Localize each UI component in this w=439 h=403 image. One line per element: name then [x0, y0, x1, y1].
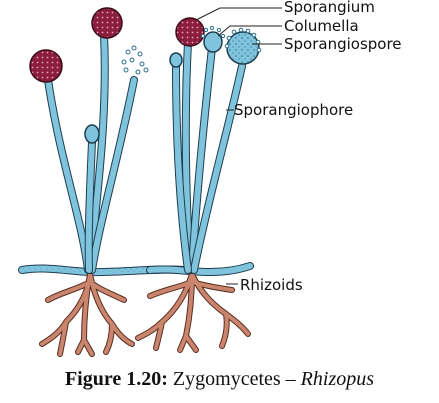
left-sporangiophores [44, 30, 138, 274]
small-head [169, 52, 183, 68]
label-rhizoids: Rhizoids [240, 276, 303, 294]
right-sporangia [169, 17, 262, 68]
left-rhizoids [39, 271, 135, 357]
sporangiospore-ring [224, 27, 262, 53]
sporangium-top [91, 7, 123, 39]
label-sporangiospore: Sporangiospore [284, 35, 402, 53]
left-colony [18, 7, 189, 357]
label-sporangiophore: Sporangiophore [234, 101, 353, 119]
caption-number: Figure 1.20: [64, 368, 168, 390]
young-sporangium [84, 124, 100, 144]
sporangium-left [29, 49, 63, 83]
left-sporangia [29, 7, 149, 144]
caption-text: Zygomycetes – [172, 368, 296, 390]
right-stolon [146, 262, 254, 277]
labels: Sporangium Columella Sporangiospore Spor… [195, 0, 402, 294]
label-sporangium: Sporangium [284, 0, 375, 16]
columella-head [203, 31, 223, 53]
right-rhizoids [135, 271, 251, 353]
sporangium-right [175, 17, 205, 47]
released-spores [121, 45, 149, 75]
caption-genus: Rhizopus [300, 368, 375, 390]
label-columella: Columella [284, 17, 359, 35]
figure-caption: Figure 1.20: Zygomycetes – Rhizopus [0, 368, 439, 391]
right-colony [135, 17, 262, 353]
right-sporangiophores [172, 38, 246, 274]
columella-spores [200, 25, 226, 39]
